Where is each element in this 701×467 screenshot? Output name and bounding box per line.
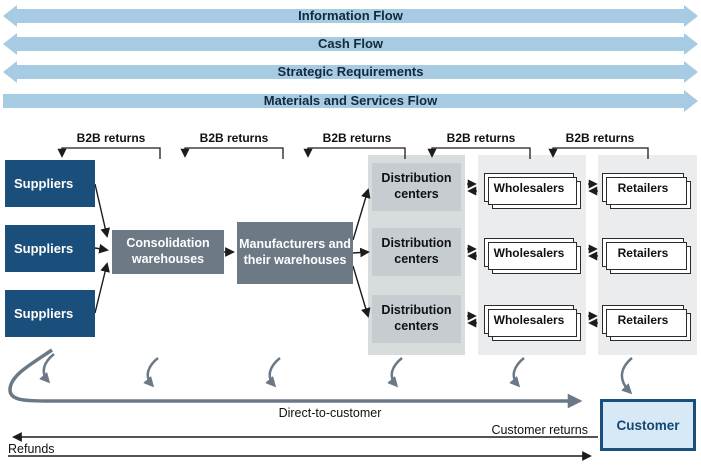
feeder-manufacturers-arrow (265, 357, 281, 388)
arrow-bar (16, 37, 685, 51)
b2b-returns-label-5: B2B returns (565, 131, 635, 145)
manufacturers-to-dc3-arrow (352, 265, 371, 318)
retailers-box-3: Retailers (602, 305, 691, 341)
flow-label-cash: Cash Flow (317, 36, 383, 51)
arrow-bar (3, 94, 685, 108)
direct-feeder-arrows (39, 353, 633, 395)
consolidation-warehouses-box: Consolidation warehouses (112, 230, 224, 274)
flow-arrow-materials: Materials and Services Flow (3, 90, 698, 112)
b2b-returns-label-4: B2B returns (446, 131, 516, 145)
customer-box: Customer (600, 399, 696, 451)
arrow-right-head-icon (684, 61, 698, 83)
feeder-consolidation-arrow (143, 357, 159, 388)
b2b-returns-label-1: B2B returns (76, 131, 146, 145)
arrow-right-head-icon (684, 90, 698, 112)
distribution-center-box-3: Distribution centers (372, 295, 461, 343)
customer-returns-label: Customer returns (491, 423, 588, 437)
retailers-box-2: Retailers (602, 238, 691, 274)
manufacturers-to-dc1-arrow (352, 188, 371, 241)
manufacturers-to-dc2-arrow (352, 247, 370, 258)
arrow-bar (16, 9, 685, 23)
feeder-distribution-arrow (387, 357, 403, 388)
flow-label-materials: Materials and Services Flow (263, 93, 438, 108)
distribution-center-box-1: Distribution centers (372, 163, 461, 211)
b2b-return-arrow-1 (57, 147, 161, 159)
distribution-center-box-2: Distribution centers (372, 228, 461, 276)
suppliers-box-3: Suppliers (5, 290, 95, 337)
b2b-return-arrow-2 (180, 147, 284, 159)
retailers-box-1: Retailers (602, 173, 691, 209)
arrow-left-head-icon (3, 33, 17, 55)
b2b-returns-label-2: B2B returns (199, 131, 269, 145)
arrow-left-head-icon (3, 61, 17, 83)
feeder-retailers-arrow (620, 357, 633, 395)
wholesalers-box-1: Wholesalers (484, 173, 581, 209)
manufacturers-box: Manufacturers and their warehouses (237, 222, 353, 284)
feeder-suppliers-arrow (39, 353, 55, 384)
suppliers2-to-consolidation-arrow (94, 243, 109, 254)
wholesalers-box-3: Wholesalers (484, 305, 581, 341)
suppliers-box-2: Suppliers (5, 225, 95, 272)
suppliers3-to-consolidation-arrow (94, 262, 110, 314)
direct-to-customer-swoosh-arrow (8, 348, 583, 409)
wholesalers-box-2: Wholesalers (484, 238, 581, 274)
flow-label-information: Information Flow (298, 8, 403, 23)
arrow-right-head-icon (684, 33, 698, 55)
b2b-returns-label-3: B2B returns (322, 131, 392, 145)
arrow-left-head-icon (3, 5, 17, 27)
refunds-label: Refunds (8, 442, 55, 456)
suppliers1-to-consolidation-arrow (94, 183, 111, 238)
direct-to-customer-label: Direct-to-customer (278, 406, 382, 420)
arrow-right-head-icon (684, 5, 698, 27)
flow-arrow-cash: Cash Flow (3, 33, 698, 55)
suppliers-box-1: Suppliers (5, 160, 95, 207)
arrow-bar (16, 65, 685, 79)
flow-arrow-strategic: Strategic Requirements (3, 61, 698, 83)
flow-label-strategic: Strategic Requirements (277, 64, 424, 79)
feeder-wholesalers-arrow (509, 357, 525, 388)
flow-arrow-information: Information Flow (3, 5, 698, 27)
